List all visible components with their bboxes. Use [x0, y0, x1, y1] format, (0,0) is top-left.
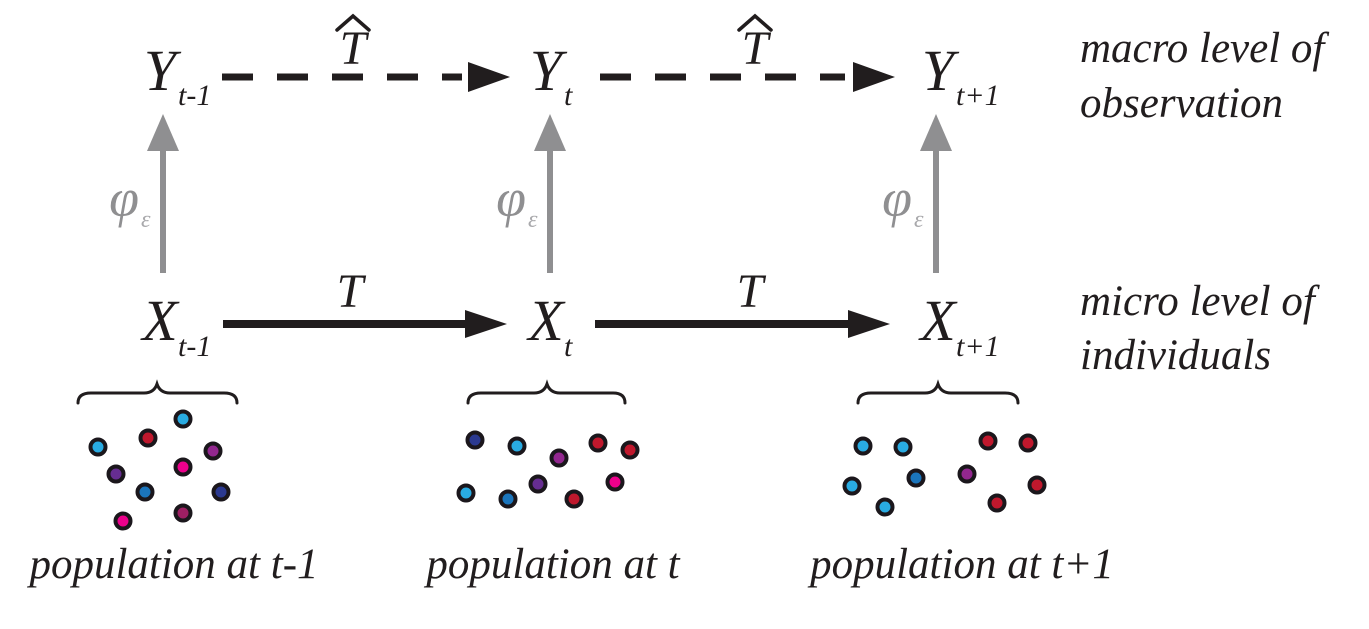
population-dots	[88, 409, 231, 531]
individual-dot	[498, 489, 518, 509]
macro-row: Y t-1 Y t Y t+1 T T	[144, 13, 1000, 112]
population-label-1: population at t-1	[26, 541, 318, 588]
individual-dot	[549, 448, 569, 468]
individual-dot	[113, 511, 133, 531]
micro-level-caption-line2: individuals	[1080, 332, 1271, 379]
individual-dot	[564, 489, 584, 509]
individual-dot	[842, 476, 862, 496]
population-label-2: population at t	[423, 541, 680, 588]
node-y-prev: Y	[144, 38, 182, 103]
micro-row: X t-1 X t X t+1 T T	[140, 265, 999, 363]
micro-transition-label-2: T	[737, 265, 767, 318]
individual-dot	[1027, 475, 1047, 495]
dashed-arrow-2-head	[853, 62, 895, 92]
macro-transition-label-1: T	[340, 22, 370, 75]
individual-dot	[138, 428, 158, 448]
node-y-current: Y	[530, 38, 568, 103]
phi-label-1: φ	[109, 168, 139, 228]
solid-arrow-2-head	[848, 310, 890, 338]
individual-dot	[987, 493, 1007, 513]
individual-dot	[88, 437, 108, 457]
individual-dot	[173, 409, 193, 429]
phi-subscript-2: ε	[528, 207, 538, 233]
individual-dot	[135, 482, 155, 502]
node-x-prev-subscript: t-1	[178, 330, 211, 363]
node-x-prev: X	[140, 288, 180, 353]
individual-dot	[588, 433, 608, 453]
individual-dot	[173, 503, 193, 523]
up-arrow-2-head	[534, 114, 566, 151]
hat-accent-2	[737, 13, 773, 32]
population-label-3: population at t+1	[807, 541, 1114, 588]
individual-dot	[203, 441, 223, 461]
dashed-arrow-1-head	[468, 62, 510, 92]
individual-dot	[1018, 433, 1038, 453]
brace-2	[466, 379, 627, 405]
population-section: population at t-1 population at t popula…	[26, 379, 1114, 588]
individual-dot	[106, 464, 126, 484]
individual-dot	[906, 468, 926, 488]
individual-dot	[507, 436, 527, 456]
node-y-next-subscript: t+1	[956, 79, 1000, 112]
node-x-current: X	[526, 288, 566, 353]
node-x-next-subscript: t+1	[956, 330, 1000, 363]
node-y-next: Y	[922, 38, 960, 103]
level-captions: macro level of observation micro level o…	[1080, 25, 1329, 379]
individual-dot	[528, 474, 548, 494]
node-x-next: X	[918, 288, 958, 353]
phi-label-2: φ	[496, 168, 526, 228]
up-arrow-3-head	[920, 114, 952, 151]
macro-level-caption-line2: observation	[1080, 80, 1283, 127]
hat-accent-1	[335, 13, 371, 32]
individual-dot	[465, 430, 485, 450]
phi-subscript-3: ε	[914, 207, 924, 233]
individual-dot	[893, 437, 913, 457]
individual-dot	[957, 464, 977, 484]
micro-level-caption-line1: micro level of	[1080, 278, 1320, 325]
node-y-current-subscript: t	[564, 79, 573, 112]
node-y-prev-subscript: t-1	[178, 79, 211, 112]
brace-1	[76, 379, 239, 405]
individual-dot	[978, 431, 998, 451]
individual-dot	[211, 482, 231, 502]
macro-transition-label-2: T	[742, 22, 772, 75]
population-dots	[456, 430, 640, 509]
phi-label-3: φ	[882, 168, 912, 228]
individual-dot	[456, 483, 476, 503]
observation-arrows: φ ε φ ε φ ε	[109, 114, 952, 273]
micro-transition-label-1: T	[337, 265, 367, 318]
up-arrow-1-head	[147, 114, 179, 151]
population-dots	[842, 431, 1047, 517]
phi-subscript-1: ε	[141, 207, 151, 233]
node-x-current-subscript: t	[564, 330, 573, 363]
macro-level-caption-line1: macro level of	[1080, 25, 1329, 72]
individual-dot	[173, 457, 193, 477]
individual-dot	[620, 440, 640, 460]
individual-dot	[875, 497, 895, 517]
solid-arrow-1-head	[465, 310, 507, 338]
brace-3	[856, 379, 1020, 405]
individual-dot	[605, 472, 625, 492]
individual-dot	[853, 436, 873, 456]
